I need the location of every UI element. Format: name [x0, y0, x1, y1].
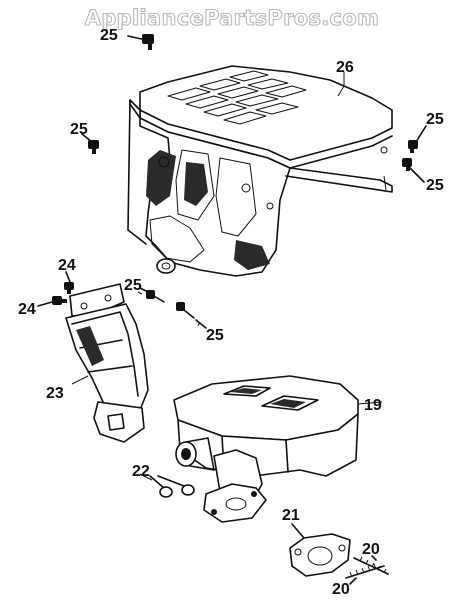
callout-20-upper: 20 [362, 541, 380, 558]
part-26-shroud[interactable] [127, 65, 393, 277]
callout-24-left: 24 [18, 301, 36, 318]
callout-25-mid-right: 25 [206, 327, 224, 344]
part-25-screw-mid-right[interactable] [176, 302, 207, 329]
part-25-screw-top[interactable] [127, 34, 154, 50]
part-20-studs[interactable] [345, 555, 389, 585]
callout-22: 22 [132, 463, 150, 480]
part-25-screw-left[interactable] [81, 133, 99, 154]
callout-25-top: 25 [100, 27, 118, 44]
callout-19: 19 [364, 397, 382, 414]
part-23-heat-shield[interactable] [65, 283, 149, 443]
part-25-screw-right-lower[interactable] [402, 158, 425, 183]
part-24-screw-left[interactable] [37, 296, 67, 307]
callout-25-right-upper: 25 [426, 111, 444, 128]
watermark-text: AppliancePartsPros.com [85, 6, 379, 30]
part-19-muffler[interactable] [173, 375, 359, 523]
part-25-screw-mid-left[interactable] [139, 287, 165, 303]
callout-21: 21 [282, 507, 300, 524]
callout-23: 23 [46, 385, 64, 402]
callout-25-left: 25 [70, 121, 88, 138]
part-22-plugs[interactable] [149, 475, 195, 498]
leader-lines [71, 72, 383, 481]
callout-25-mid-left: 25 [124, 277, 142, 294]
part-21-gasket[interactable] [289, 523, 351, 577]
callout-25-right-lower: 25 [426, 177, 444, 194]
callout-20-lower: 20 [332, 581, 350, 598]
part-25-screw-right-upper[interactable] [408, 125, 427, 153]
callout-24-top: 24 [58, 257, 76, 274]
part-24-screw-top[interactable] [64, 271, 74, 294]
callout-26: 26 [336, 59, 354, 76]
